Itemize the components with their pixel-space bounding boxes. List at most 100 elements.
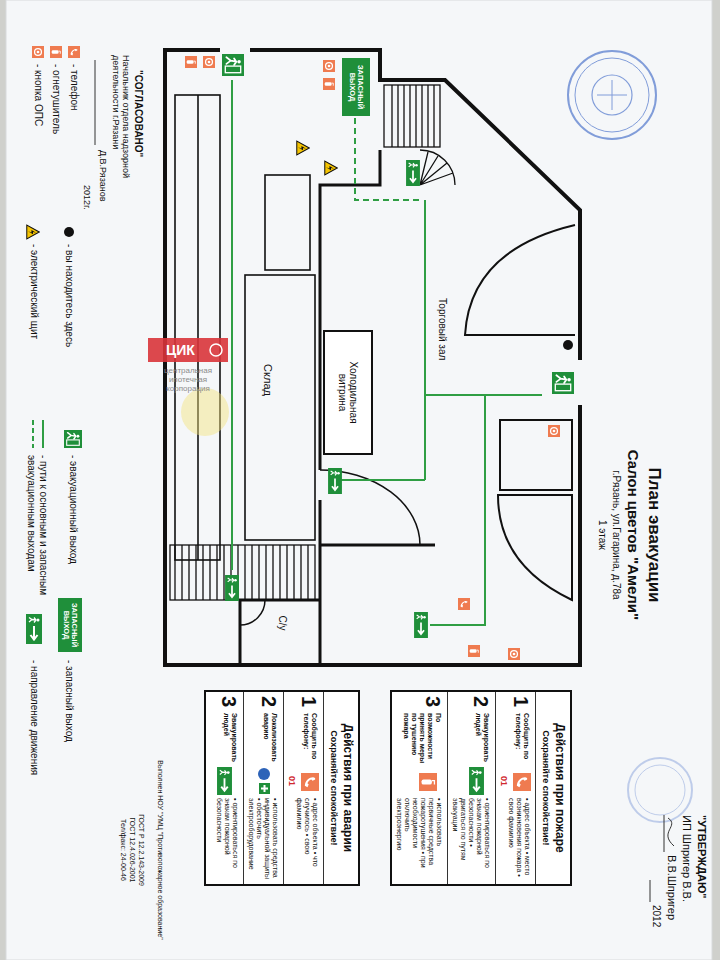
legend-text: - электрический щит [29,244,41,414]
watermark-text: центральная ипотечная корпорация [148,366,228,394]
step-icon [465,767,487,795]
first-aid-cross [261,785,268,792]
step-details: • адрес объекта • место возникновения по… [507,798,531,880]
storage-racks [197,95,199,560]
evacuation-route [355,118,420,200]
step-details: • ориентироваться по знакам пожарной без… [215,798,239,880]
step-icon [511,767,533,795]
credits-text: Выполнен НОУ "УМЦ "Противопожарное образ… [156,760,164,940]
extinguisher-symbol [50,46,62,58]
watermark-logo-text: ЦИК [166,342,206,358]
building-walls [165,50,580,665]
alarm-button-symbol [323,60,335,72]
extinguisher-symbol [323,78,335,90]
standard-reference: ГОСТ 12.4.026-2001 [128,760,136,940]
action-step: 2Эвакуировать людей• ориентироваться по … [448,692,496,884]
plan-title: План эвакуации [644,420,664,650]
standard-reference: ГОСТ Р 12.2.143-2009 [137,760,145,940]
action-step: 1Сообщить по телефону:01• адрес объекта … [284,692,324,884]
step-details: • использовать первичные средства пожаро… [395,798,443,880]
you-are-here-dot [64,227,74,237]
step-details: • использовать средства индивидуальной з… [247,798,279,880]
storage-racks [175,95,220,560]
step-heading: Сообщить по телефону: [514,713,530,765]
stamp [575,58,649,132]
staircase [170,85,455,600]
step-heading: Сообщить по телефону: [302,713,318,765]
sign-text: ЗАПАСНЫЙ ВЫХОД [348,60,364,114]
storage-racks [245,275,315,540]
alarm-button-symbol [548,425,560,437]
emergency-exit-sign: ЗАПАСНЫЙ ВЫХОД [342,58,370,116]
display-stands [465,225,575,335]
you-are-here-dot [563,340,573,350]
approval-name: ИП Шпригер В.В. [680,815,693,945]
interior-walls [320,544,435,547]
extinguisher-symbol [419,773,437,791]
paper [6,0,712,960]
emergency-exit-sign: ЗАПАСНЫЙ ВЫХОД [58,598,82,652]
signature-line [664,815,665,852]
signature-line [650,880,651,902]
approval-heading: "УТВЕРЖДАЮ" [695,815,708,945]
staircase [420,150,455,185]
display-stands [500,420,572,490]
floor-label: 1 этаж [597,420,609,650]
stamp [568,51,656,139]
step-details: • ориентироваться по знакам пожарной без… [451,798,491,880]
plan-symbols [185,54,574,660]
storage-racks [175,95,315,560]
box-text: Холодильная витрина [337,353,360,433]
agreement-year: 2012г. [82,185,92,235]
step-heading: Эвакуировать людей [474,713,490,765]
room-label: С/у [277,606,289,640]
direction-sign [225,575,239,601]
display-stands [498,495,572,600]
panel-heading: Действия при аварии [340,696,354,880]
subtitle: Салон цветов "Амели" [625,420,642,650]
watermark-logo [210,344,222,356]
storage-racks [265,175,310,270]
step-heading: По возможности принять меры по тушению п… [402,713,442,765]
action-step: 1Сообщить по телефону: 01• адрес объекта … [496,692,536,884]
legend-text: - вы находитесь здесь [64,244,76,414]
extinguisher-symbol [468,645,480,657]
phone-symbol [301,773,319,791]
approval-signature-name: В.В.Шпригер [665,855,678,950]
electric-panel-symbol [27,225,39,239]
room-label: Склад [261,350,274,410]
step-icon [299,767,321,795]
step-number: 3 [421,696,444,712]
panel-heading: Действия при пожаре [552,696,566,880]
protection-symbol [258,768,270,780]
step-number: 1 [509,696,532,712]
first-aid-symbol [259,783,270,794]
exit-sign [552,372,574,394]
display-fridge-box: Холодильная витрина [323,330,373,455]
step-number: 2 [257,696,280,712]
action-step: 2Локализовать аварию • использовать средс… [244,692,284,884]
phone-symbol [513,773,531,791]
agreement-position: Начальник отдела надзорной деятельности … [110,55,131,225]
step-number: 1 [297,696,320,712]
direction-sign [328,468,342,494]
stamp [592,75,632,115]
step-heading: Локализовать аварию [262,713,278,765]
phone-number: 01 [499,765,509,797]
direction-sign [414,612,428,638]
agreement-name: Д.В.Рязанов [98,150,108,230]
stamp [628,758,692,822]
interior-walls [240,600,320,665]
legend-text: - телефон [69,64,81,214]
legend-symbols [26,46,82,644]
legend-text: - пути к основным и запасным эвакуационн… [26,455,49,605]
interior-walls [320,150,380,665]
action-step: 3Эвакуировать людей• ориентироваться по … [206,692,244,884]
staircase [384,85,440,147]
step-icon [417,767,439,795]
contact-text: Тел/факс: 24-00-46 [119,760,127,940]
address: г.Рязань, ул.Гагарина, д.78а [611,420,623,650]
evacuation-route [232,80,542,625]
step-number: 3 [217,696,240,712]
